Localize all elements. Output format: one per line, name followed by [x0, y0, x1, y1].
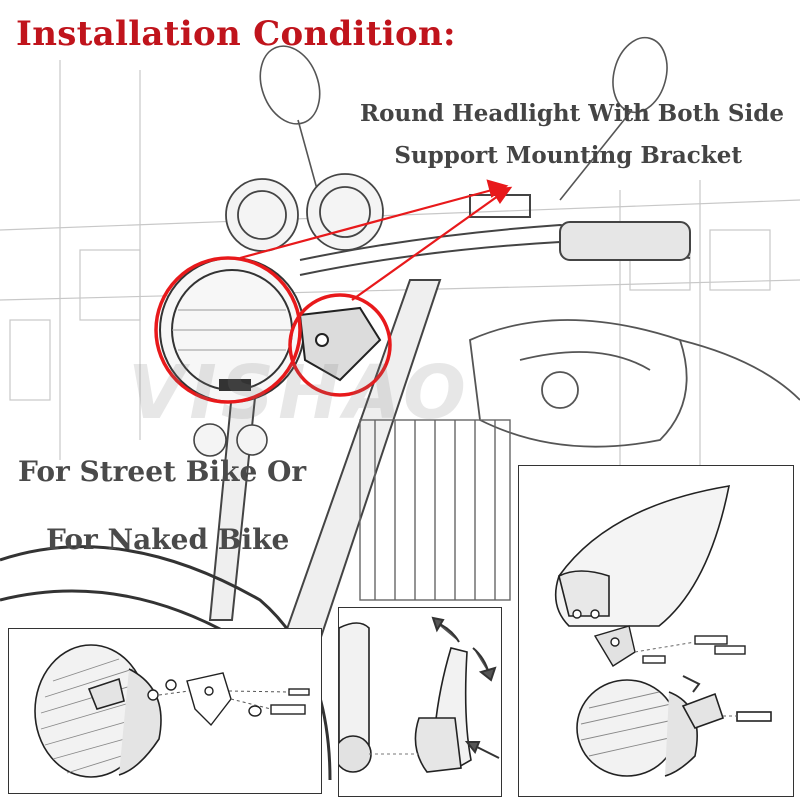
windscreen-angle-drawing [339, 616, 500, 773]
page-title: Installation Condition: [16, 14, 456, 54]
watermark-text: VISHAO [128, 350, 470, 436]
windscreen-headlight-drawing [554, 485, 772, 777]
usage-line-2: For Naked Bike [46, 523, 290, 556]
callout-line-2: Support Mounting Bracket [394, 142, 742, 169]
windscreen-adjustment-diagram [338, 607, 502, 797]
usage-line-1: For Street Bike Or [18, 455, 307, 488]
windscreen-assembly-diagram [518, 465, 794, 797]
headlight-exploded-diagram [8, 628, 322, 794]
callout-line-1: Round Headlight With Both Side [360, 100, 784, 127]
headlight-bracket-drawing [34, 644, 310, 778]
